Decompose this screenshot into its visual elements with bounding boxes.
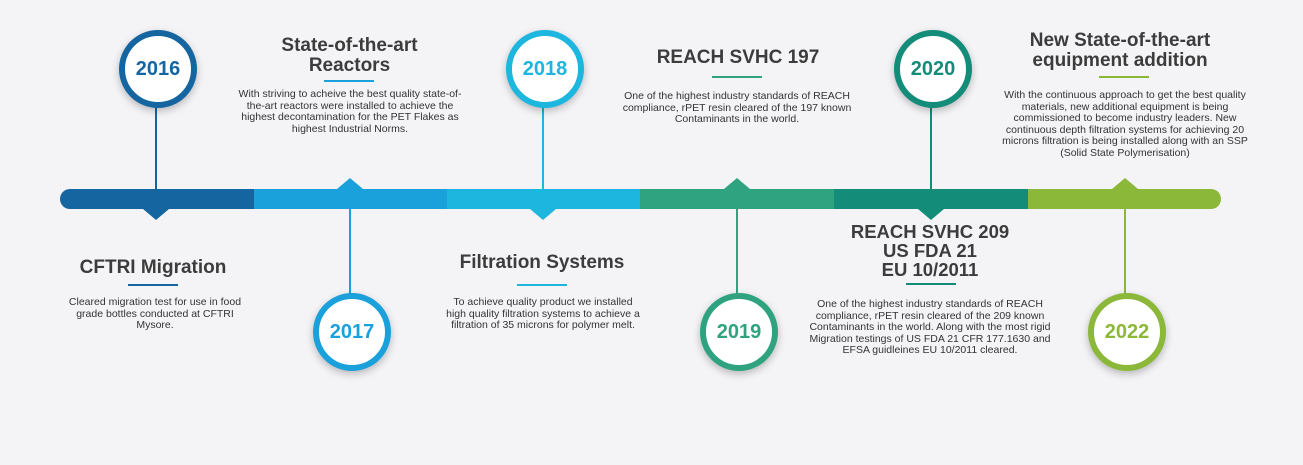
milestone-title-2018: Filtration Systems	[459, 252, 625, 273]
year-circle-2022: 2022	[1088, 293, 1166, 371]
milestone-description-2022: With the continuous approach to get the …	[1002, 89, 1248, 159]
notch-2022	[1112, 178, 1138, 189]
milestone-title-2016: CFTRI Migration	[79, 257, 227, 278]
milestone-description-2018: To achieve quality product we installed …	[446, 296, 640, 331]
year-circle-2016: 2016	[119, 30, 197, 108]
title-underline-2022	[1099, 76, 1149, 78]
year-label: 2016	[135, 57, 181, 80]
milestone-description-2020: One of the highest industry standards of…	[809, 298, 1051, 356]
year-circle-2017: 2017	[313, 293, 391, 371]
connector-2016	[155, 100, 157, 189]
title-underline-2019	[712, 76, 762, 78]
year-label: 2022	[1104, 320, 1150, 343]
connector-2019	[736, 209, 738, 297]
year-circle-2019: 2019	[700, 293, 778, 371]
notch-2020	[918, 209, 944, 220]
milestone-title-2017: State-of-the-art Reactors	[281, 35, 418, 76]
year-label: 2017	[329, 320, 375, 343]
notch-2016	[143, 209, 169, 220]
milestone-description-2019: One of the highest industry standards of…	[622, 90, 852, 125]
connector-2022	[1124, 209, 1126, 297]
timeline-segment-2017	[254, 189, 447, 209]
notch-2019	[724, 178, 750, 189]
milestone-title-2020: REACH SVHC 209 US FDA 21 EU 10/2011	[850, 221, 1010, 280]
year-circle-2020: 2020	[894, 30, 972, 108]
notch-2018	[530, 209, 556, 220]
title-underline-2018	[517, 284, 567, 286]
title-underline-2017	[324, 80, 374, 82]
connector-2017	[349, 209, 351, 297]
year-label: 2018	[522, 57, 568, 80]
connector-2018	[542, 100, 544, 189]
title-underline-2016	[128, 284, 178, 286]
connector-2020	[930, 100, 932, 189]
timeline-segment-2019	[640, 189, 834, 209]
year-label: 2019	[716, 320, 762, 343]
milestone-title-2019: REACH SVHC 197	[656, 47, 820, 68]
milestone-description-2016: Cleared migration test for use in food g…	[68, 296, 242, 331]
milestone-title-2022: New State-of-the-art equipment addition	[1029, 30, 1211, 71]
title-underline-2020	[906, 283, 956, 285]
timeline-segment-2022	[1028, 189, 1221, 209]
notch-2017	[337, 178, 363, 189]
milestone-description-2017: With striving to acheive the best qualit…	[238, 88, 462, 135]
timeline-segment-2016	[60, 189, 254, 209]
year-circle-2018: 2018	[506, 30, 584, 108]
timeline-segment-2018	[447, 189, 640, 209]
year-label: 2020	[910, 57, 956, 80]
timeline-segment-2020	[834, 189, 1028, 209]
